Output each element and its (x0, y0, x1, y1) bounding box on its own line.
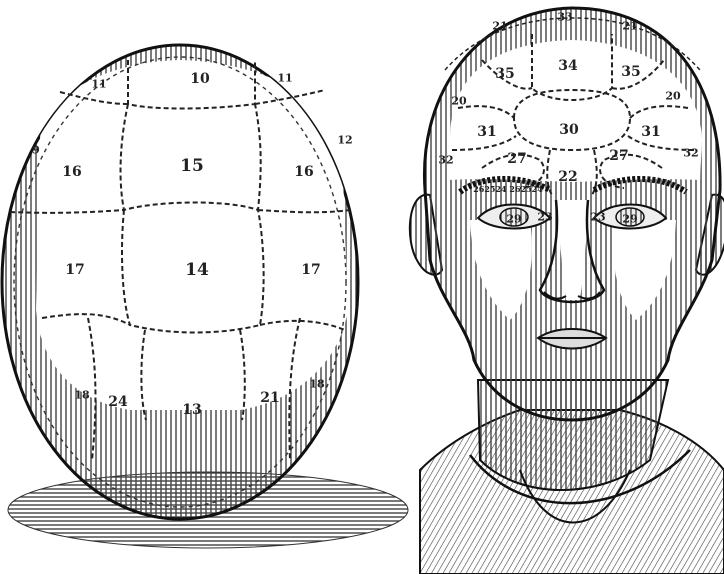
face-region-30: 30 (559, 122, 579, 138)
skull-region-17-right: 17 (301, 262, 320, 278)
skull-region-24: 24 (108, 394, 128, 410)
face-region-27-right: 27 (609, 148, 628, 164)
face-region-33: 33 (557, 11, 572, 24)
skull-region-17-left: 17 (65, 262, 84, 278)
face-region-20-right: 20 (665, 90, 681, 103)
face-region-22: 22 (558, 169, 577, 185)
skull-region-18-right: 18 (309, 378, 325, 391)
skull-highlight (36, 60, 348, 410)
face-region-21-right: 21 (622, 20, 637, 33)
face-region-21-left: 21 (492, 20, 507, 33)
face-brow-labels-left: 262524 262524 (473, 184, 543, 194)
face-region-27-left: 27 (507, 151, 526, 167)
face-region-23-right: 23 (590, 211, 605, 224)
face-region-31-left: 31 (477, 124, 496, 140)
face-region-35-left: 35 (495, 66, 514, 82)
skull-region-18-left: 18 (74, 389, 90, 402)
face-region-34: 34 (558, 58, 578, 74)
skull-region-15: 15 (180, 156, 204, 176)
skull-region-10: 10 (190, 71, 210, 87)
face-region-32-left: 32 (438, 154, 453, 167)
skull-region-11-left: 11 (91, 78, 106, 91)
face-figure: 33 21 21 34 35 35 20 20 30 31 31 32 32 2… (410, 8, 724, 574)
skull-region-9: 9 (32, 144, 40, 157)
skull-region-12: 12 (337, 134, 352, 147)
face-region-31-right: 31 (641, 124, 660, 140)
skull-region-21: 21 (260, 390, 279, 406)
face-region-23-left: 23 (537, 211, 552, 224)
skull-region-13: 13 (182, 402, 201, 418)
skull-region-11-right: 11 (277, 72, 292, 85)
skull-region-16-right: 16 (294, 164, 313, 180)
skull-region-16-left: 16 (62, 164, 81, 180)
skull-figure: 10 11 11 12 9 16 15 16 17 14 17 18 24 13… (2, 45, 408, 548)
face-region-35-right: 35 (621, 64, 640, 80)
face-region-32-right: 32 (683, 147, 698, 160)
face-region-29-right: 29 (622, 213, 637, 226)
face-region-20-left: 20 (451, 95, 467, 108)
skull-region-14: 14 (185, 260, 209, 280)
face-region-29-left: 29 (506, 213, 521, 226)
